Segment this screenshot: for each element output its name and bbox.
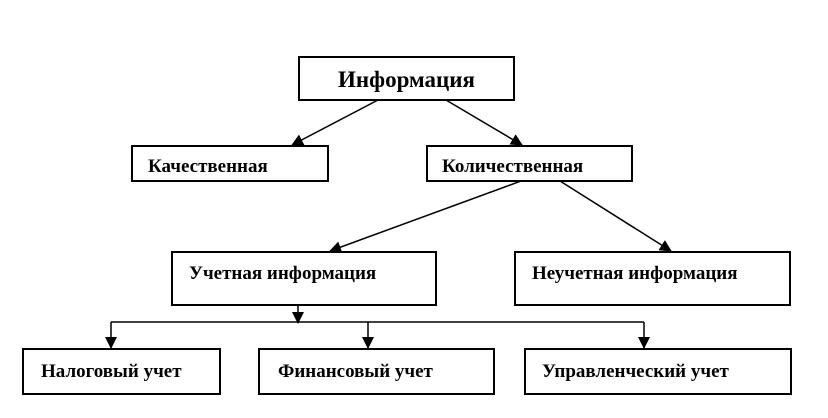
node-tax-accounting-label: Налоговый учет	[41, 361, 182, 382]
arrow-root-to-qualitative	[291, 99, 379, 146]
node-financial-accounting: Финансовый учет	[258, 348, 495, 395]
node-management-accounting: Управленческий учет	[524, 348, 792, 395]
node-accounting-info: Учетная информация	[171, 251, 437, 306]
node-financial-accounting-label: Финансовый учет	[278, 361, 433, 382]
node-information-label: Информация	[338, 67, 475, 92]
node-tax-accounting: Налоговый учет	[22, 348, 221, 395]
node-non-accounting-info-label: Неучетная информация	[532, 263, 738, 284]
node-accounting-info-label: Учетная информация	[189, 263, 377, 284]
node-qualitative-label: Качественная	[148, 156, 268, 177]
node-management-accounting-label: Управленческий учет	[542, 361, 729, 382]
node-quantitative: Количественная	[426, 145, 633, 182]
arrow-quantitative-to-non-accounting	[559, 180, 672, 252]
node-qualitative: Качественная	[131, 145, 329, 182]
node-information: Информация	[298, 56, 515, 101]
arrow-quantitative-to-accounting	[329, 180, 522, 253]
arrow-root-to-quantitative	[445, 99, 523, 146]
node-non-accounting-info: Неучетная информация	[514, 251, 791, 306]
node-quantitative-label: Количественная	[442, 156, 584, 177]
